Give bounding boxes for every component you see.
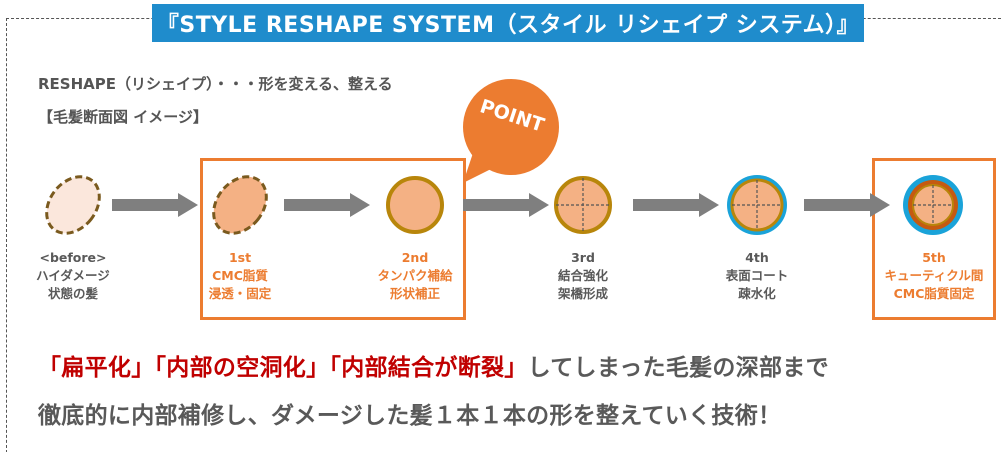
stage-label-line: 表面コート <box>725 268 789 283</box>
stage-label-line: 1st <box>228 250 252 265</box>
stage-label-4th: 4th 表面コート 疎水化 <box>702 249 812 303</box>
stage-label-line: 形状補正 <box>389 286 440 301</box>
stage-label-before: <before> ハイダメージ 状態の髪 <box>18 249 128 303</box>
stage-label-line: CMC脂質固定 <box>893 286 975 301</box>
stage-label-line: 架橋形成 <box>557 286 608 301</box>
title-banner: 『STYLE RESHAPE SYSTEM（スタイル リシェイプ システム）』 <box>152 4 864 42</box>
hair-before-icon <box>45 175 101 235</box>
stage-label-5th: 5th キューティクル間 CMC脂質固定 <box>872 249 996 303</box>
arrow-right-icon <box>633 193 719 217</box>
statement-line-1-rest: してしまった毛髪の深部まで <box>527 355 829 381</box>
subtitle: RESHAPE（リシェイプ）・・・形を変える、整える <box>38 75 393 93</box>
arrow-right-icon <box>804 193 890 217</box>
stage-label-line: ハイダメージ <box>36 268 110 283</box>
point-group-box <box>200 158 466 320</box>
stage-label-line: 結合強化 <box>557 268 608 283</box>
arrow-right-icon <box>112 193 198 217</box>
hair-5th-icon <box>903 175 963 235</box>
stage-label-line: キューティクル間 <box>884 268 984 283</box>
stage-label-line: 5th <box>922 250 946 265</box>
statement-line-2: 徹底的に内部補修し、ダメージした髪１本１本の形を整えていく技術！ <box>38 403 782 429</box>
section-caption: 【毛髪断面図 イメージ】 <box>38 108 208 126</box>
stage-label-line: 浸透・固定 <box>208 286 272 301</box>
stage-label-line: タンパク補給 <box>377 268 453 283</box>
hair-3rd-icon <box>554 176 612 234</box>
hair-2nd-icon <box>386 176 444 234</box>
hair-1st-icon <box>212 175 268 235</box>
statement-emphasis: 「扁平化」「内部の空洞化」「内部結合が断裂」 <box>38 355 528 381</box>
stage-label-1st: 1st CMC脂質 浸透・固定 <box>185 249 295 303</box>
stage-label-line: <before> <box>39 250 107 265</box>
arrow-right-icon <box>284 193 370 217</box>
hair-4th-icon <box>727 175 787 235</box>
final-stage-box <box>872 158 996 320</box>
stage-label-line: CMC脂質 <box>212 268 268 283</box>
stage-label-line: 3rd <box>571 250 595 265</box>
stage-label-3rd: 3rd 結合強化 架橋形成 <box>528 249 638 303</box>
statement-line-1: 「扁平化」「内部の空洞化」「内部結合が断裂」してしまった毛髪の深部まで <box>38 348 829 382</box>
arrow-right-icon <box>463 193 549 217</box>
point-badge-shape <box>463 79 559 183</box>
stage-label-line: 4th <box>745 250 769 265</box>
stage-label-2nd: 2nd タンパク補給 形状補正 <box>360 249 470 303</box>
stage-label-line: 2nd <box>401 250 429 265</box>
stage-label-line: 疎水化 <box>738 286 776 301</box>
stage-label-line: 状態の髪 <box>47 286 98 301</box>
